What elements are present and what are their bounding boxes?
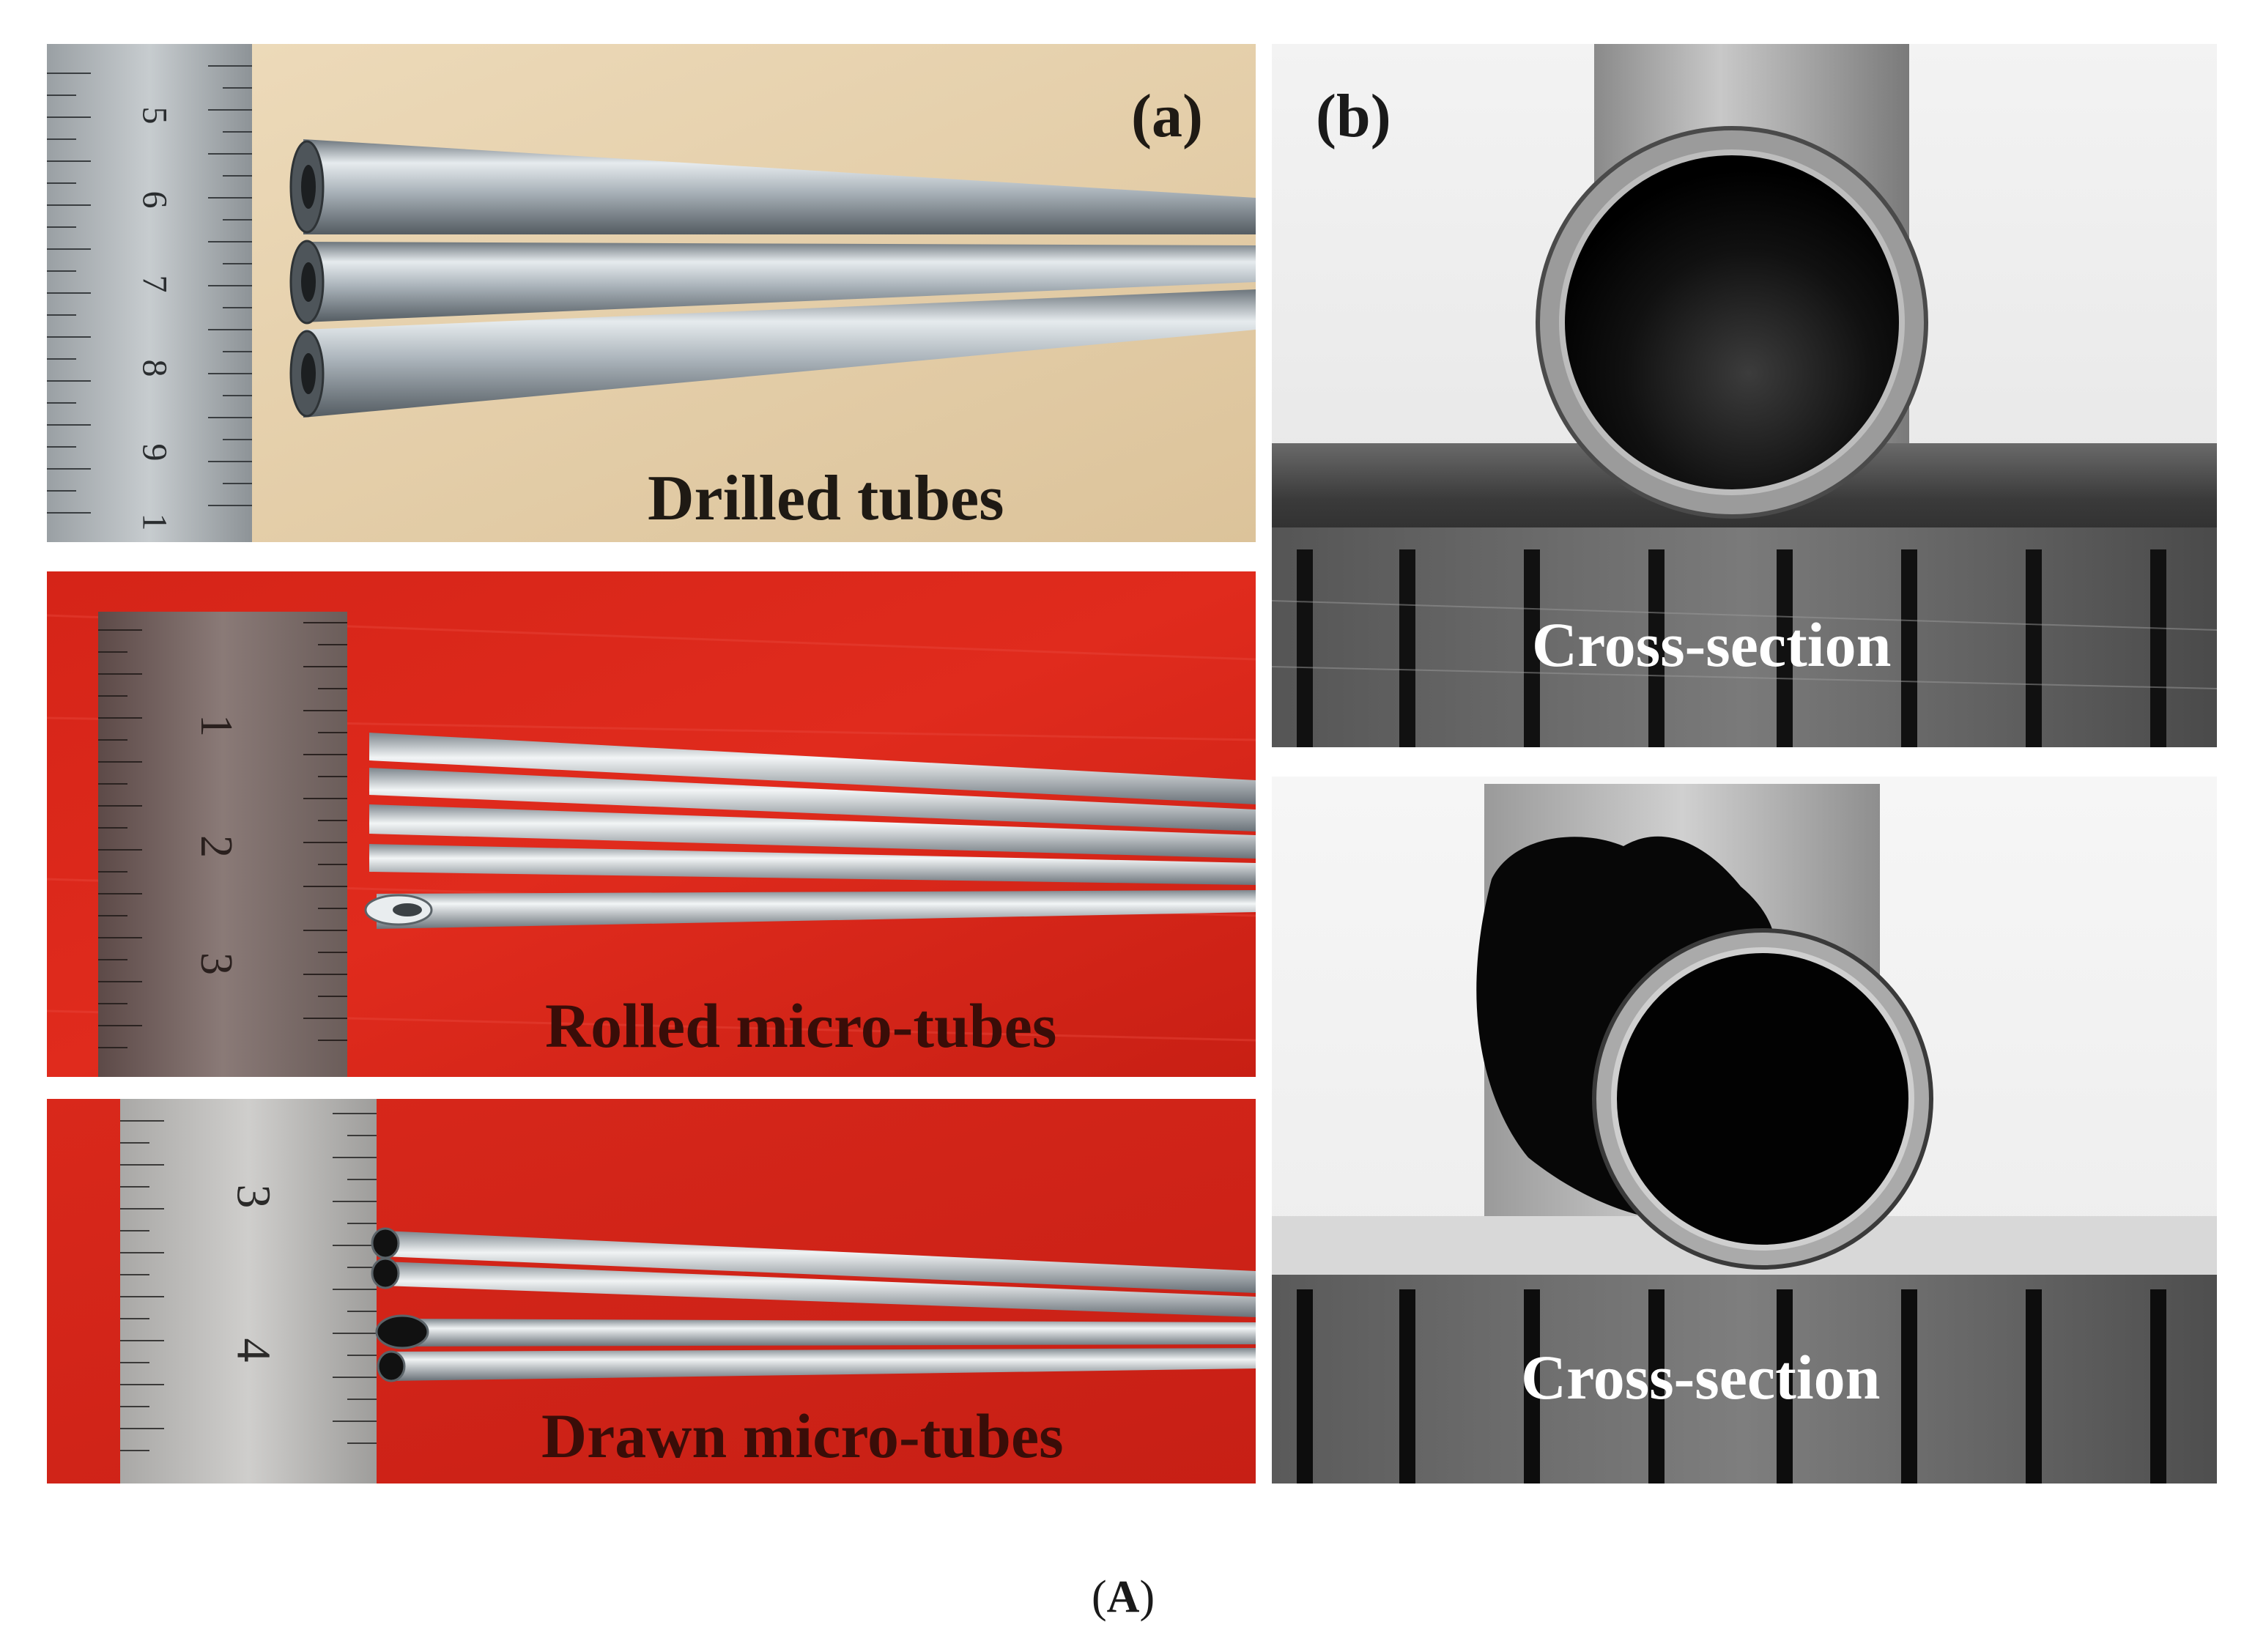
panel-a-tag: (a) (1131, 82, 1203, 150)
ruler-number: 3 (226, 1184, 281, 1209)
ruler-number: 1 (191, 714, 241, 737)
cross-section-caption-top: Cross-section (1532, 610, 1892, 680)
rolled-micro-tubes-caption: Rolled micro-tubes (545, 990, 1057, 1061)
drilled-tubes-caption: Drilled tubes (648, 463, 1004, 534)
panel-b-tag: (b) (1316, 82, 1391, 150)
figure-label-paren-open: ( (1092, 1572, 1107, 1622)
ruler-number: 3 (191, 952, 241, 975)
drawn-micro-tubes-caption: Drawn micro-tubes (541, 1401, 1064, 1471)
cross-section-photo-bottom: Cross-section (1272, 777, 2217, 1484)
ruler-number: 4 (226, 1338, 281, 1363)
ruler-number: 2 (191, 835, 241, 858)
figure-label-paren-close: ) (1139, 1572, 1155, 1622)
drilled-tubes-photo: 5 6 7 8 9 1 (a) Drilled tubes (47, 44, 1256, 542)
ruler-number: 1 (135, 513, 174, 531)
figure-label: (A) (1092, 1571, 1155, 1623)
ruler-number: 5 (135, 106, 174, 125)
ruler-number: 6 (135, 190, 174, 209)
ruler-number: 9 (135, 443, 174, 462)
figure-label-letter: A (1106, 1572, 1140, 1622)
drawn-micro-tubes-photo: 3 4 Drawn micro-tubes (47, 1099, 1256, 1484)
cross-section-photo-top: (b) Cross-section (1272, 44, 2217, 747)
cross-section-caption-bottom: Cross-section (1521, 1342, 1881, 1412)
ruler-number: 7 (135, 275, 174, 293)
rolled-micro-tubes-photo: 1 2 3 Rolled micro-tubes (47, 571, 1256, 1077)
ruler-number: 8 (135, 359, 174, 377)
